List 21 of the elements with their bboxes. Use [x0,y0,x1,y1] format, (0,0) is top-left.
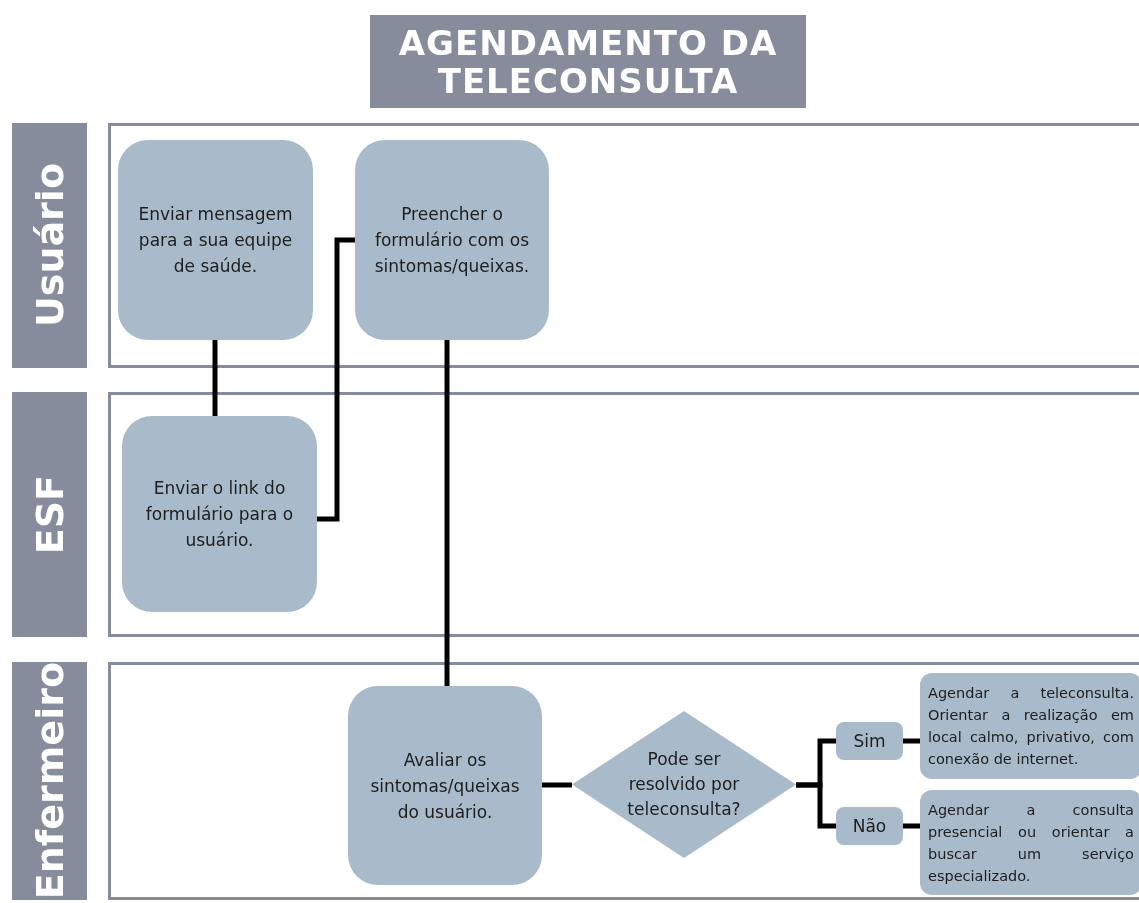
connector-line [444,340,450,686]
lane-header: Enfermeiro [12,662,87,900]
connector-line [903,823,920,829]
decision-diamond [572,711,796,858]
connector-line [542,782,572,788]
answer-box: Sim [836,722,903,760]
connector-line [903,738,920,744]
connector-line [796,782,836,829]
process-box: Avaliar os sintomas/queixas do usuário. [348,686,542,885]
process-box: Preencher o formulário com os sintomas/queixas. [355,140,549,340]
answer-box: Não [836,807,903,845]
title: AGENDAMENTO DA TELECONSULTA [370,15,806,108]
lane-header: ESF [12,392,87,637]
process-box: Enviar mensagem para a sua equipe de saúde. [118,140,313,340]
connector-line [212,340,218,416]
lane-header: Usuário [12,123,87,368]
process-box: Enviar o link do formulário para o usuário. [122,416,317,612]
decision-text: Pode ser resolvido por teleconsulta? [626,748,742,821]
result-box: Agendar a consulta presencial ou orientar a buscar um serviço especializado. [920,790,1139,895]
connector-line [317,237,355,522]
result-box: Agendar a teleconsulta. Orientar a realização em local calmo, privativo, com conexão de internet. [920,673,1139,779]
